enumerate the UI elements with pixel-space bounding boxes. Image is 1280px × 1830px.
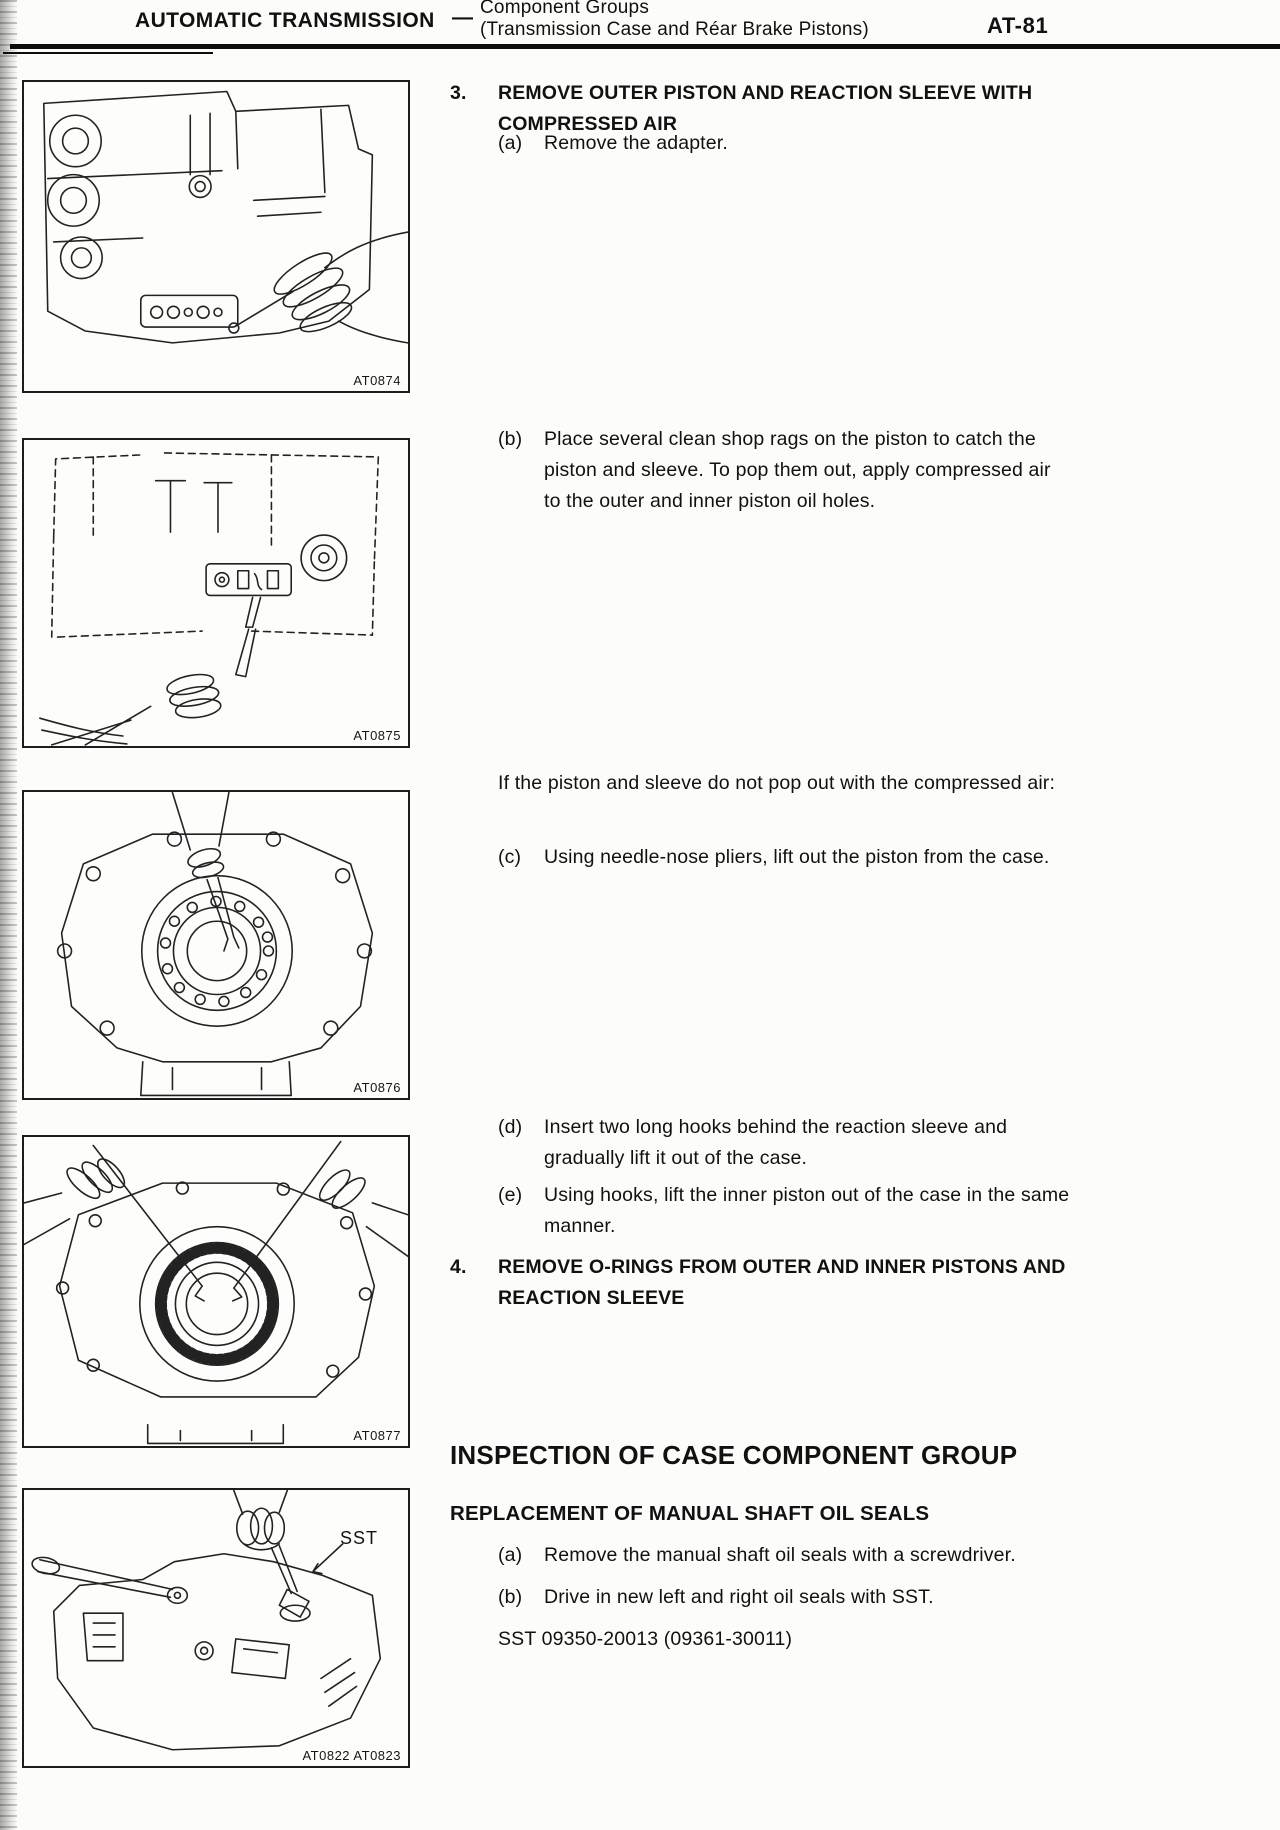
inspection-item-b: (b) Drive in new left and right oil seal… — [450, 1582, 1074, 1613]
step4-heading: 4. REMOVE O-RINGS FROM OUTER AND INNER P… — [450, 1252, 1074, 1314]
step4-title: REMOVE O-RINGS FROM OUTER AND INNER PIST… — [498, 1256, 1066, 1309]
header-subtitle-line2: (Transmission Case and Réar Brake Piston… — [480, 19, 869, 40]
step3-title: REMOVE OUTER PISTON AND REACTION SLEEVE … — [498, 82, 1033, 135]
figure-oil-seal-sst: SST AT0822 AT0823 — [22, 1488, 410, 1768]
item-label: (e) — [498, 1184, 523, 1206]
item-label: (d) — [498, 1116, 523, 1138]
item-text: Using hooks, lift the inner piston out o… — [544, 1184, 1070, 1237]
step3-item-e: (e) Using hooks, lift the inner piston o… — [450, 1180, 1074, 1242]
item-text: Remove the manual shaft oil seals with a… — [544, 1544, 1016, 1566]
step4-number: 4. — [450, 1256, 467, 1278]
figure-needle-nose-pliers: AT0876 — [22, 790, 410, 1100]
air-gun-illustration — [39, 452, 380, 746]
step3-item-c: (c) Using needle-nose pliers, lift out t… — [450, 842, 1074, 873]
item-label: (a) — [498, 132, 523, 154]
pliers-piston-illustration — [56, 792, 374, 1097]
hooks-sleeve-illustration — [24, 1140, 408, 1445]
sst-part-number: SST 09350-20013 (09361-30011) — [498, 1628, 793, 1650]
replacement-subheading: REPLACEMENT OF MANUAL SHAFT OIL SEALS — [450, 1502, 930, 1525]
step3-note: If the piston and sleeve do not pop out … — [450, 768, 1074, 799]
item-label: (a) — [498, 1544, 523, 1566]
figure-two-hooks: AT0877 — [22, 1135, 410, 1448]
item-label: (b) — [498, 428, 523, 450]
scanned-binding-edge — [0, 0, 17, 1830]
figure-code: AT0877 — [353, 1428, 401, 1443]
step3-number: 3. — [450, 82, 467, 104]
header-separator: — — [452, 6, 473, 29]
item-text: Remove the adapter. — [544, 132, 728, 154]
item-label: (b) — [498, 1586, 523, 1608]
figure-remove-adapter: AT0874 — [22, 80, 410, 393]
item-text: Using needle-nose pliers, lift out the p… — [544, 846, 1050, 868]
header-rule-thin — [3, 52, 213, 54]
header-rule — [10, 44, 1280, 49]
item-text: Drive in new left and right oil seals wi… — [544, 1586, 934, 1608]
sst-part-number-line: SST 09350-20013 (09361-30011) — [450, 1624, 1074, 1655]
item-text: Insert two long hooks behind the reactio… — [544, 1116, 1008, 1169]
step3-item-a: (a) Remove the adapter. — [450, 128, 1074, 159]
step3-item-b: (b) Place several clean shop rags on the… — [450, 424, 1074, 517]
note-text: If the piston and sleeve do not pop out … — [498, 772, 1056, 794]
figure-compressed-air: AT0875 — [22, 438, 410, 748]
inspection-heading: INSPECTION OF CASE COMPONENT GROUP — [450, 1440, 1018, 1470]
inspection-item-a: (a) Remove the manual shaft oil seals wi… — [450, 1540, 1074, 1571]
figure-code: AT0874 — [353, 373, 401, 388]
step3-heading: 3. REMOVE OUTER PISTON AND REACTION SLEE… — [450, 78, 1074, 140]
case-adapter-illustration — [43, 90, 408, 344]
figure-code: AT0876 — [353, 1080, 401, 1095]
figure-code: AT0875 — [353, 728, 401, 743]
item-text: Place several clean shop rags on the pis… — [544, 428, 1051, 512]
figure-code: AT0822 AT0823 — [302, 1748, 401, 1763]
page-title: AUTOMATIC TRANSMISSION — [135, 9, 435, 32]
item-label: (c) — [498, 846, 522, 868]
sst-label: SST — [340, 1528, 379, 1548]
page-number: AT-81 — [987, 13, 1049, 38]
sst-oil-seal-illustration — [31, 1490, 382, 1751]
header-subtitle-line1: Component Groups — [480, 0, 650, 18]
step3-item-d: (d) Insert two long hooks behind the rea… — [450, 1112, 1074, 1174]
